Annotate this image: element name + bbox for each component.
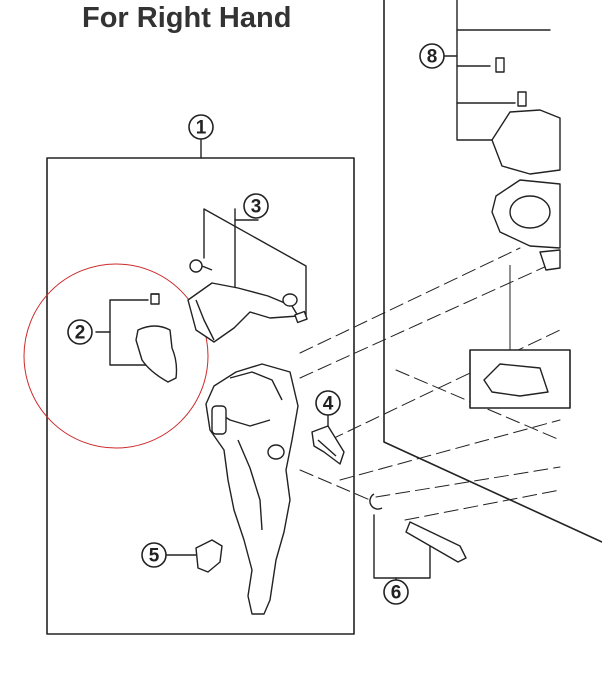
callout-5 — [141, 542, 167, 568]
callout-5-label: 5 — [149, 546, 160, 567]
callout-3-label: 3 — [251, 197, 262, 218]
part-3-screw-left — [189, 259, 203, 273]
part-3-screw-right — [294, 310, 308, 324]
part-8-screw-lower — [517, 91, 527, 107]
callout-8 — [419, 43, 445, 69]
callout-4-label: 4 — [323, 394, 334, 415]
part-4-clip — [311, 425, 345, 465]
callout-6 — [383, 579, 409, 605]
callout-3 — [243, 193, 269, 219]
callout-2 — [67, 319, 93, 345]
callout-6-label: 6 — [391, 583, 402, 604]
part-2-screw — [150, 293, 160, 305]
part-6-pin — [405, 521, 467, 563]
highlight-circle — [23, 263, 209, 449]
callout-2-label: 2 — [75, 323, 86, 344]
part-3-bracket — [203, 208, 307, 319]
part-2-cap — [135, 325, 178, 383]
callout-1 — [188, 114, 214, 140]
part-8-bracket — [456, 0, 497, 141]
part-5-cap — [195, 539, 223, 573]
diagram-title: For Right Hand — [82, 2, 292, 34]
lever-body — [205, 363, 299, 615]
callout-1-label: 1 — [196, 118, 207, 139]
part-8-screw-upper — [495, 57, 505, 73]
upper-assembly — [491, 109, 561, 175]
right-frame — [383, 0, 602, 543]
part-3-bracket-part — [187, 282, 299, 343]
part-6-e-ring — [369, 493, 383, 510]
part-6-bracket — [373, 514, 431, 579]
callout-8-label: 8 — [427, 47, 438, 68]
callout-4 — [315, 390, 341, 416]
